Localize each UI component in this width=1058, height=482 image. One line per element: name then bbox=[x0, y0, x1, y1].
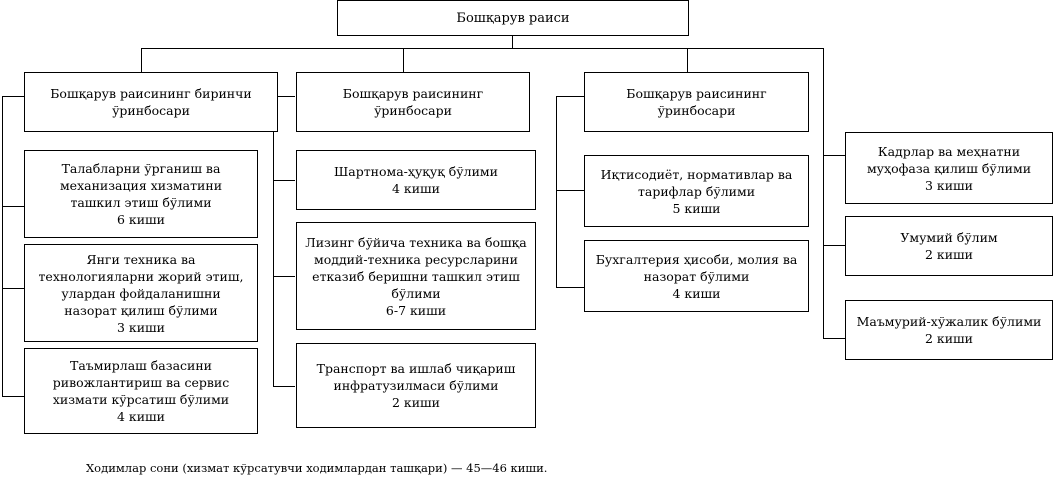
department-box-economics-tariffs: Иқтисодиёт, нормативлар ва тарифлар бўли… bbox=[584, 155, 809, 227]
connector-col1-drop bbox=[141, 48, 142, 72]
department-text-line: ривожлантириш ва сервис bbox=[52, 375, 230, 390]
first-deputy-title-line: Бошқарув раисининг биринчи bbox=[50, 86, 252, 101]
staff-total-note: Ходимлар сони (хизмат кўрсатувчи ходимла… bbox=[86, 461, 548, 475]
department-box-transport-infrastructure: Транспорт ва ишлаб чиқариш инфратузилмас… bbox=[296, 343, 536, 428]
connector-col4-drop bbox=[823, 48, 824, 338]
connector-col3-spine-top bbox=[556, 96, 584, 97]
connector-col1-branch-2 bbox=[2, 288, 24, 289]
department-box-contract-legal: Шартнома-ҳуқуқ бўлими 4 киши bbox=[296, 150, 536, 210]
connector-col3-branch-2 bbox=[556, 287, 584, 288]
department-text-line: бўлими bbox=[391, 285, 441, 301]
department-staff-count: 4 киши bbox=[116, 409, 166, 424]
department-staff-count: 5 киши bbox=[672, 200, 721, 216]
department-text-line: муҳофаза қилиш бўлими bbox=[866, 160, 1032, 176]
department-text-line: Маъмурий-хўжалик бўлими bbox=[856, 314, 1042, 329]
department-text-line: Янги техника ва bbox=[86, 251, 196, 267]
connector-chairman-down bbox=[512, 36, 513, 48]
department-staff-count: 6-7 киши bbox=[385, 302, 447, 318]
deputy-box-2: Бошқарув раисининг ўринбосари bbox=[296, 72, 530, 132]
department-box-administrative-economic: Маъмурий-хўжалик бўлими 2 киши bbox=[845, 300, 1053, 360]
connector-col1-branch-1 bbox=[2, 206, 24, 207]
connector-col2-spine bbox=[273, 96, 274, 386]
department-text-line: Таъмирлаш базасини bbox=[69, 358, 213, 373]
connector-col1-spine-top bbox=[2, 96, 24, 97]
deputy-title-line: Бошқарув раисининг bbox=[342, 86, 484, 101]
connector-col4-branch-3 bbox=[823, 338, 845, 339]
department-box-new-technology: Янги техника ва технологияларни жорий эт… bbox=[24, 244, 258, 342]
department-box-requirements-mechanization: Талабларни ўрганиш ва механизация хизмат… bbox=[24, 150, 258, 238]
department-staff-count: 6 киши bbox=[116, 212, 166, 227]
department-box-hr-labor-protection: Кадрлар ва меҳнатни муҳофаза қилиш бўлим… bbox=[845, 132, 1053, 204]
deputy-title-line: ўринбосари bbox=[657, 103, 736, 118]
department-text-line: Транспорт ва ишлаб чиқариш bbox=[316, 361, 516, 376]
connector-col4-branch-2 bbox=[823, 245, 845, 246]
department-text-line: Умумий бўлим bbox=[900, 230, 998, 245]
department-staff-count: 3 киши bbox=[924, 177, 974, 193]
department-staff-count: 2 киши bbox=[924, 331, 974, 346]
department-staff-count: 4 киши bbox=[391, 181, 441, 196]
department-box-accounting-finance: Бухгалтерия ҳисоби, молия ва назорат бўл… bbox=[584, 240, 809, 312]
connector-top-bus bbox=[141, 48, 824, 49]
department-text-line: хизмати кўрсатиш бўлими bbox=[52, 392, 230, 407]
department-staff-count: 4 киши bbox=[672, 285, 721, 301]
department-staff-count: 3 киши bbox=[116, 319, 166, 335]
chairman-title: Бошқарув раиси bbox=[456, 10, 570, 26]
deputy-title-line: ўринбосари bbox=[374, 103, 452, 118]
connector-col2-drop bbox=[403, 48, 404, 72]
deputy-box-3: Бошқарув раисининг ўринбосари bbox=[584, 72, 809, 132]
connector-col3-drop bbox=[687, 48, 688, 72]
department-text-line: инфратузилмаси бўлими bbox=[333, 378, 499, 393]
connector-col2-spine-top bbox=[273, 96, 295, 97]
department-text-line: ташкил этиш бўлими bbox=[70, 195, 212, 210]
department-box-repair-service: Таъмирлаш базасини ривожлантириш ва серв… bbox=[24, 348, 258, 434]
connector-col2-branch-3 bbox=[273, 386, 295, 387]
department-text-line: механизация хизматини bbox=[59, 178, 223, 193]
department-text-line: Талабларни ўрганиш ва bbox=[61, 161, 221, 176]
first-deputy-box: Бошқарув раисининг биринчи ўринбосари bbox=[24, 72, 278, 132]
connector-col2-branch-2 bbox=[273, 276, 295, 277]
department-text-line: технологияларни жорий этиш, bbox=[38, 268, 244, 284]
department-text-line: моддий-техника ресурсларини bbox=[314, 251, 518, 267]
deputy-title-line: Бошқарув раисининг bbox=[626, 86, 767, 101]
department-text-line: Кадрлар ва меҳнатни bbox=[877, 143, 1021, 159]
department-text-line: улардан фойдаланишни bbox=[61, 285, 221, 301]
department-staff-count: 2 киши bbox=[924, 247, 974, 262]
department-text-line: назорат бўлими bbox=[643, 268, 750, 284]
department-text-line: тарифлар бўлими bbox=[637, 183, 756, 199]
department-text-line: Лизинг бўйича техника ва бошқа bbox=[305, 234, 527, 250]
department-text-line: назорат қилиш бўлими bbox=[64, 302, 218, 318]
department-text-line: Бухгалтерия ҳисоби, молия ва bbox=[595, 251, 798, 267]
department-box-general: Умумий бўлим 2 киши bbox=[845, 216, 1053, 276]
connector-col1-spine bbox=[2, 96, 3, 396]
connector-col1-branch-3 bbox=[2, 396, 24, 397]
department-staff-count: 2 киши bbox=[391, 395, 441, 410]
first-deputy-title-line: ўринбосари bbox=[112, 103, 190, 118]
connector-col3-spine bbox=[556, 96, 557, 287]
connector-col2-branch-1 bbox=[273, 180, 295, 181]
department-text-line: етказиб беришни ташкил этиш bbox=[312, 268, 520, 284]
department-box-leasing: Лизинг бўйича техника ва бошқа моддий-те… bbox=[296, 222, 536, 330]
chairman-box: Бошқарув раиси bbox=[337, 0, 689, 36]
connector-col4-branch-1 bbox=[823, 155, 845, 156]
connector-col3-branch-1 bbox=[556, 190, 584, 191]
department-text-line: Иқтисодиёт, нормативлар ва bbox=[600, 166, 793, 182]
department-text-line: Шартнома-ҳуқуқ бўлими bbox=[334, 164, 498, 179]
